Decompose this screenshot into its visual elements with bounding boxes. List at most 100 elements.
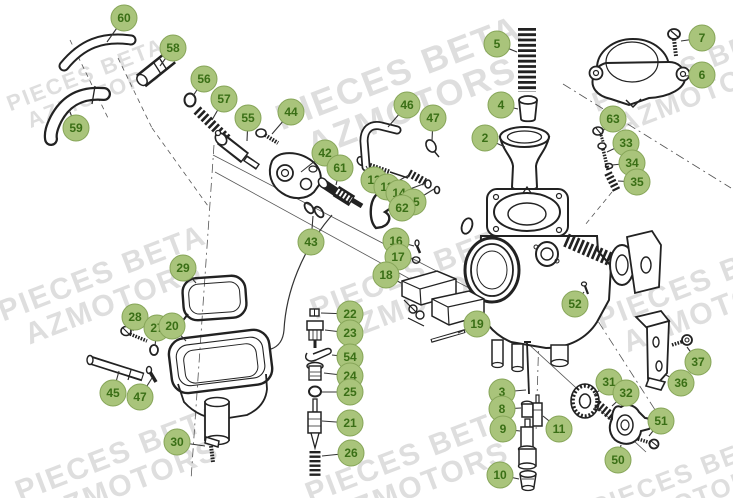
callout-62[interactable]: 62 [388, 194, 416, 222]
callout-19[interactable]: 19 [463, 310, 491, 338]
callout-46[interactable]: 46 [393, 91, 421, 119]
svg-text:46: 46 [400, 98, 414, 112]
callout-26[interactable]: 26 [337, 439, 365, 467]
callout-25[interactable]: 25 [336, 378, 364, 406]
callout-11[interactable]: 11 [545, 415, 573, 443]
callout-29[interactable]: 29 [169, 254, 197, 282]
svg-text:21: 21 [343, 416, 357, 430]
svg-text:4: 4 [498, 98, 505, 112]
svg-text:60: 60 [117, 11, 131, 25]
screw-37 [671, 334, 693, 347]
callout-61[interactable]: 61 [326, 154, 354, 182]
callout-56[interactable]: 56 [190, 65, 218, 93]
overflow-tube-45 [86, 354, 145, 382]
svg-text:37: 37 [691, 355, 705, 369]
jet-stack [304, 308, 332, 478]
svg-text:57: 57 [217, 92, 231, 106]
svg-text:47: 47 [133, 390, 147, 404]
spring-seat-4 [518, 95, 538, 123]
main-jet-10 [519, 470, 537, 492]
svg-text:6: 6 [699, 68, 706, 82]
svg-text:62: 62 [395, 201, 409, 215]
callout-47-top[interactable]: 47 [419, 104, 447, 132]
callout-43[interactable]: 43 [297, 228, 325, 256]
o-ring-15 [433, 185, 441, 195]
clip-47-top [425, 139, 440, 158]
callout-47-bottom[interactable]: 47 [126, 383, 154, 411]
callout-21[interactable]: 21 [336, 409, 364, 437]
o-rings-43 [303, 201, 325, 219]
callout-59[interactable]: 59 [62, 114, 90, 142]
svg-text:63: 63 [606, 112, 620, 126]
inlet-fitting-58 [136, 50, 176, 88]
svg-text:51: 51 [654, 414, 668, 428]
o-ring-56 [183, 92, 197, 108]
svg-text:2: 2 [482, 131, 489, 145]
spring-35 [604, 171, 621, 193]
svg-text:52: 52 [568, 297, 582, 311]
svg-text:23: 23 [343, 326, 357, 340]
callout-4[interactable]: 4 [487, 91, 515, 119]
svg-text:50: 50 [611, 453, 625, 467]
svg-text:28: 28 [128, 310, 142, 324]
callout-37[interactable]: 37 [684, 348, 712, 376]
atomizer-9 [517, 418, 537, 470]
callout-44[interactable]: 44 [277, 98, 305, 126]
svg-text:44: 44 [284, 105, 298, 119]
callout-7[interactable]: 7 [688, 24, 716, 52]
callout-51[interactable]: 51 [647, 407, 675, 435]
svg-text:10: 10 [493, 468, 507, 482]
svg-text:42: 42 [318, 146, 332, 160]
callout-8[interactable]: 8 [488, 395, 516, 423]
svg-text:35: 35 [630, 175, 644, 189]
callout-2[interactable]: 2 [471, 124, 499, 152]
starter-plunger-61 [317, 177, 364, 209]
callout-60[interactable]: 60 [110, 4, 138, 32]
spacer-tube-11 [532, 394, 543, 427]
o-ring-27 [149, 344, 159, 356]
callout-57[interactable]: 57 [210, 85, 238, 113]
spring-13 [407, 169, 427, 186]
svg-text:59: 59 [69, 121, 83, 135]
callout-28[interactable]: 28 [121, 303, 149, 331]
svg-text:61: 61 [333, 161, 347, 175]
needle-valve-16 [414, 239, 422, 254]
svg-text:34: 34 [625, 156, 639, 170]
callout-50[interactable]: 50 [604, 446, 632, 474]
callout-5[interactable]: 5 [483, 30, 511, 58]
callout-10[interactable]: 10 [486, 461, 514, 489]
screw-51 [637, 437, 660, 450]
svg-text:55: 55 [241, 111, 255, 125]
callout-20[interactable]: 20 [158, 312, 186, 340]
screw-52 [580, 281, 590, 295]
callout-52[interactable]: 52 [561, 290, 589, 318]
callout-9[interactable]: 9 [489, 415, 517, 443]
callout-36[interactable]: 36 [667, 369, 695, 397]
svg-text:25: 25 [343, 385, 357, 399]
callout-6[interactable]: 6 [688, 61, 716, 89]
callout-63[interactable]: 63 [599, 105, 627, 133]
callout-32[interactable]: 32 [612, 379, 640, 407]
fuel-elbow-tube-59 [43, 85, 111, 146]
svg-text:30: 30 [170, 435, 184, 449]
adjuster-wheel-31 [570, 383, 600, 419]
cover-screw-7 [667, 28, 681, 57]
svg-text:56: 56 [197, 72, 211, 86]
svg-text:31: 31 [602, 375, 616, 389]
callout-18[interactable]: 18 [372, 261, 400, 289]
diaphragm-cover-6 [588, 38, 691, 109]
choke-plunger-55 [214, 129, 260, 170]
callout-23[interactable]: 23 [336, 319, 364, 347]
callout-30[interactable]: 30 [163, 428, 191, 456]
callout-55[interactable]: 55 [234, 104, 262, 132]
callout-35[interactable]: 35 [623, 168, 651, 196]
callout-45[interactable]: 45 [99, 379, 127, 407]
callout-58[interactable]: 58 [159, 34, 187, 62]
washer-34 [604, 162, 614, 170]
vent-hose-46 [359, 121, 402, 172]
callout-54[interactable]: 54 [336, 343, 364, 371]
svg-text:54: 54 [343, 350, 357, 364]
